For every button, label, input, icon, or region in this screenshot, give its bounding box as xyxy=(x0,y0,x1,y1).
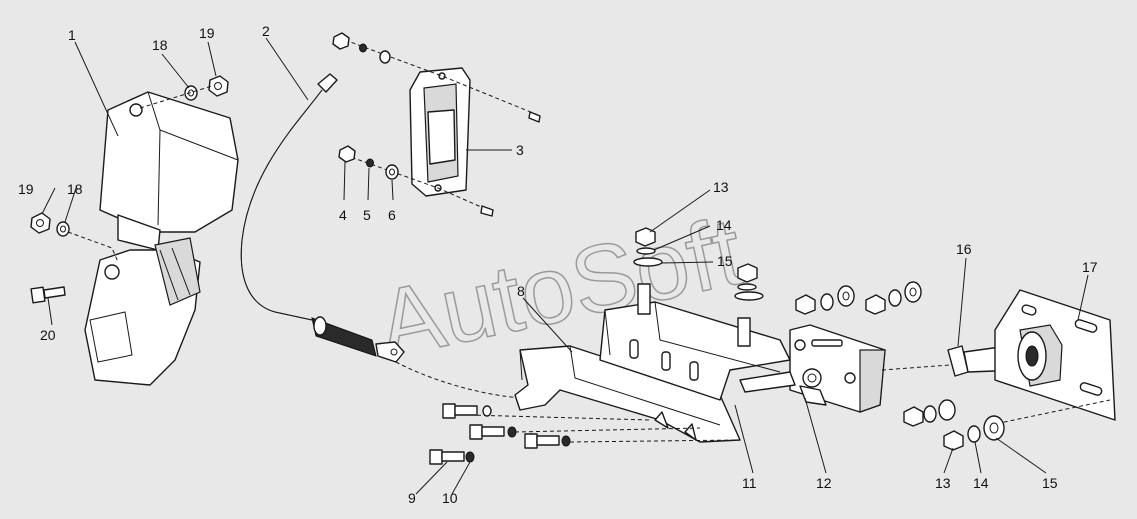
fastener-stack-upper xyxy=(633,227,764,301)
axis-line-bolt-mid xyxy=(514,427,701,433)
washer-row-lower-right xyxy=(903,399,1005,451)
callout-6: 6 xyxy=(388,207,396,223)
callout-8: 8 xyxy=(517,283,525,299)
bolt-row xyxy=(429,403,571,465)
leader-lines xyxy=(41,37,1089,495)
axis-line-top-housing xyxy=(139,85,213,109)
part-1-pedal-housing xyxy=(84,91,239,386)
axis-line-bolt-low xyxy=(569,439,741,443)
callout-11: 11 xyxy=(742,475,757,491)
callout-17: 17 xyxy=(1082,259,1098,275)
callout-9: 9 xyxy=(408,490,416,506)
washer-row-upper-right xyxy=(795,281,922,315)
part-12-position-sensor xyxy=(739,324,886,413)
callout-labels: 1 2 3 4 5 6 8 9 10 11 12 13 14 15 13 14 … xyxy=(18,23,1098,506)
callout-19-left: 19 xyxy=(18,181,34,197)
screw-top-panel xyxy=(528,111,541,123)
callout-3: 3 xyxy=(516,142,524,158)
nut-19-top xyxy=(208,75,229,97)
callout-16: 16 xyxy=(956,241,972,257)
nut-4 xyxy=(338,145,356,163)
lock-washer-5 xyxy=(366,158,374,168)
axis-line-bolt-top xyxy=(469,414,651,421)
washer-18-top xyxy=(184,85,198,101)
callout-14-lower: 14 xyxy=(973,475,989,491)
bolt-20 xyxy=(30,286,66,304)
callout-18-top: 18 xyxy=(152,37,168,53)
callout-4: 4 xyxy=(339,207,347,223)
callout-10: 10 xyxy=(442,490,458,506)
part-3-switch-panel xyxy=(409,67,471,197)
washer-6 xyxy=(385,164,399,180)
nut-top-panel xyxy=(332,32,350,50)
callout-5: 5 xyxy=(363,207,371,223)
axis-line-cable-to-bracket xyxy=(395,361,523,399)
axis-line-panel-bottom xyxy=(344,154,489,211)
callout-1: 1 xyxy=(68,27,76,43)
callout-12: 12 xyxy=(816,475,832,491)
callout-19-top: 19 xyxy=(199,25,215,41)
callout-15-upper: 15 xyxy=(717,253,733,269)
axis-line-left-housing xyxy=(67,231,119,263)
callout-18-left: 18 xyxy=(67,181,83,197)
screw-bottom-panel xyxy=(480,205,494,217)
callout-13-lower: 13 xyxy=(935,475,951,491)
callout-20: 20 xyxy=(40,327,56,343)
part-2-throttle-cable xyxy=(240,73,405,363)
callout-13-upper: 13 xyxy=(713,179,729,195)
part-11-mounting-bracket xyxy=(599,283,791,401)
callout-2: 2 xyxy=(262,23,270,39)
washer-18-left xyxy=(56,221,70,237)
callout-15-lower: 15 xyxy=(1042,475,1058,491)
part-17-mounting-plate xyxy=(994,289,1116,421)
axis-line-sensor-shaft xyxy=(881,364,951,371)
washer-top-panel xyxy=(379,50,391,64)
nut-19-left xyxy=(30,212,51,234)
lock-washer-top-panel xyxy=(359,43,367,53)
callout-14-upper: 14 xyxy=(716,217,732,233)
